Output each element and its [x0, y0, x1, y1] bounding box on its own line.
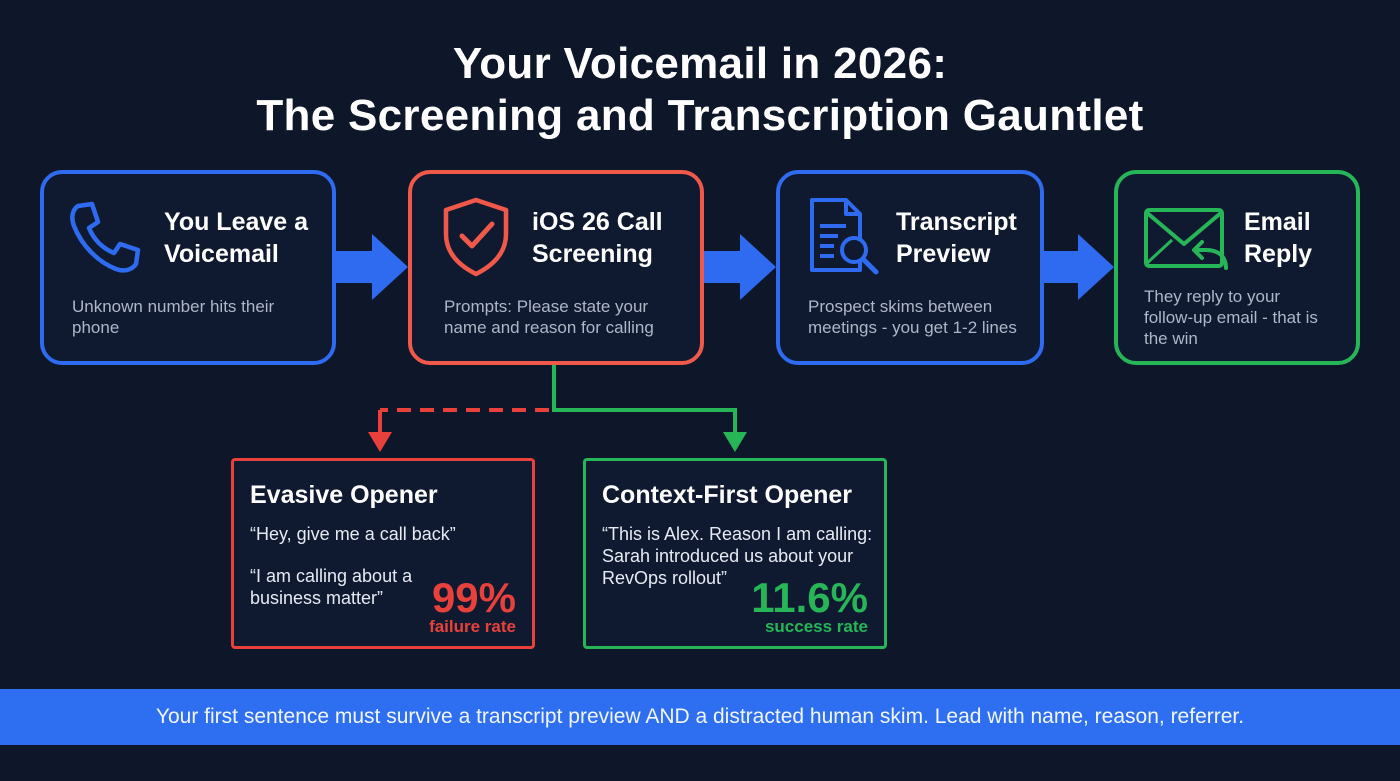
context-quote: “This is Alex. Reason I am calling: Sara… — [602, 524, 873, 588]
context-first-opener-box: Context-First Opener “This is Alex. Reas… — [583, 458, 887, 649]
evasive-quote-2: “I am calling about a business matter” — [250, 566, 413, 608]
success-rate-label: success rate — [764, 617, 868, 636]
envelope-reply-icon — [1144, 208, 1228, 270]
step-title: iOS 26 Call Screening — [532, 208, 663, 268]
takeaway-banner: Your first sentence must survive a trans… — [0, 689, 1400, 745]
step-card-voicemail: You Leave a Voicemail Unknown number hit… — [40, 170, 336, 365]
document-search-icon — [810, 198, 879, 275]
step-title: You Leave a Voicemail — [164, 208, 309, 268]
evasive-quote-1: “Hey, give me a call back” — [250, 524, 456, 544]
step-title: Transcript Preview — [896, 208, 1017, 268]
arrow-3 — [1042, 234, 1114, 300]
evasive-opener-box: Evasive Opener “Hey, give me a call back… — [231, 458, 535, 649]
step-description: Unknown number hits their phone — [72, 297, 275, 337]
step-description: Prompts: Please state your name and reas… — [444, 297, 654, 337]
step-description: They reply to your follow-up email - tha… — [1144, 287, 1318, 348]
title-line-2: The Screening and Transcription Gauntlet — [256, 91, 1144, 140]
phone-icon — [70, 201, 141, 273]
arrow-1 — [334, 234, 408, 300]
failure-rate-value: 99% — [431, 574, 516, 621]
step-description: Prospect skims between meetings - you ge… — [808, 297, 1017, 337]
title-line-1: Your Voicemail in 2026: — [452, 39, 948, 88]
branch-connector-green — [552, 363, 747, 452]
branch-connector-red — [368, 408, 549, 452]
arrow-2 — [702, 234, 776, 300]
success-rate-value: 11.6% — [751, 574, 868, 621]
step-card-screening: iOS 26 Call Screening Prompts: Please st… — [408, 170, 704, 365]
evasive-opener-title: Evasive Opener — [250, 481, 438, 509]
shield-check-icon — [443, 197, 509, 277]
context-first-opener-title: Context-First Opener — [602, 481, 853, 509]
failure-rate-label: failure rate — [429, 617, 516, 636]
step-card-transcript: Transcript Preview Prospect skims betwee… — [776, 170, 1044, 365]
step-card-email-reply: Email Reply They reply to your follow-up… — [1114, 170, 1360, 365]
step-title: Email Reply — [1244, 208, 1313, 268]
takeaway-text: Your first sentence must survive a trans… — [155, 705, 1245, 728]
